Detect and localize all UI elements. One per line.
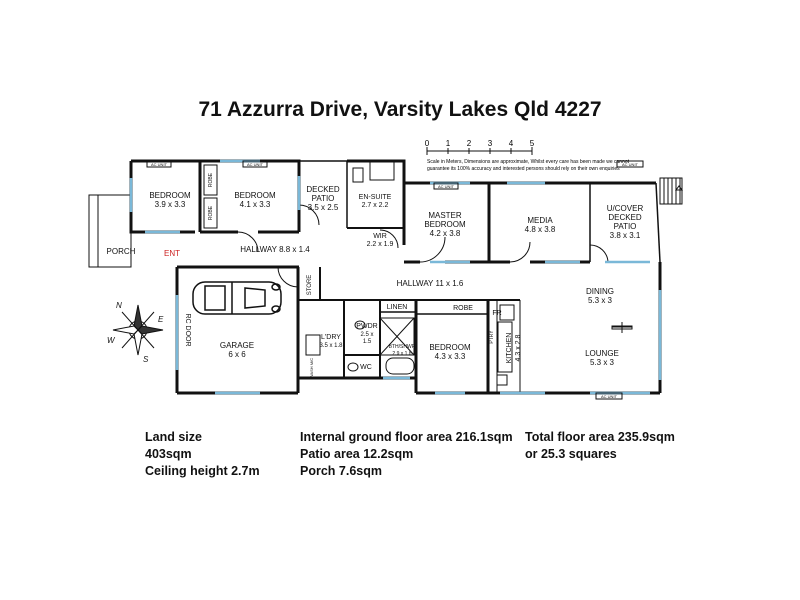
entry-label: ENT [164,249,180,258]
scale-tick: 2 [467,139,472,148]
robe-label: ROBE [208,172,214,187]
car-icon [192,281,282,315]
ac-units [146,160,644,400]
ucpatio-label: PATIO [614,222,637,231]
scale-tick: 1 [446,139,451,148]
powder-label: PWDR [356,323,377,330]
porch-area: Porch 7.6sqm [300,464,382,478]
compass-icon: N E S W [107,301,164,364]
scale-tick: 4 [509,139,514,148]
dining-label: DINING [586,287,614,296]
internal-area: Internal ground floor area 216.1sqm [300,430,513,444]
bedroom-3-size: 4.3 x 3.3 [435,352,466,361]
hallway-2-label: HALLWAY 11 x 1.6 [397,279,464,288]
kitchen-label: KITCHEN [506,333,513,364]
ucpatio-label: U/COVER [607,204,644,213]
ucpatio-label: DECKED [608,213,642,222]
ac-unit-label: AC UNIT [438,184,455,189]
scale-disclaimer: guarantee its 100% accuracy and interest… [427,166,620,172]
land-size-label: Land size [145,430,202,444]
media-label: MEDIA [527,216,553,225]
wir-size: 2.2 x 1.9 [367,241,394,248]
bedroom-1-label: BEDROOM [149,191,191,200]
laundry-size: 3.5 x 1.8 [319,343,343,349]
scale-bar: 0 1 2 3 4 5 Scale in Meters, Dimensions … [425,139,630,172]
svg-text:N: N [116,301,122,310]
linen-label: LINEN [387,304,408,311]
total-stats: Total floor area 235.9sqm or 25.3 square… [525,429,675,463]
bedroom-2-size: 4.1 x 3.3 [240,200,271,209]
master-bedroom-size: 4.2 x 3.8 [430,229,461,238]
master-bedroom-label: BEDROOM [424,220,466,229]
ensuite-label: EN-SUITE [359,194,392,201]
decked-patio-label: DECKED [306,185,340,194]
area-stats: Internal ground floor area 216.1sqm Pati… [300,429,513,480]
decked-patio-label: PATIO [312,194,335,203]
scale-tick: 0 [425,139,430,148]
robe-label: ROBE [208,205,214,220]
svg-text:W: W [107,336,116,345]
wir-label: WIR [373,233,387,240]
fridge-label: FR [492,310,501,317]
garage-label: GARAGE [220,341,254,350]
lounge-label: LOUNGE [585,349,619,358]
bedroom-3-label: BEDROOM [429,343,471,352]
lounge-size: 5.3 x 3 [590,358,615,367]
ceiling-height: Ceiling height 2.7m [145,464,260,478]
kitchen-size: 4.3 x 2.8 [515,334,522,361]
wash-mc-label: WASH M/C [309,358,314,378]
porch-label: PORCH [107,247,136,256]
scale-tick: 3 [488,139,493,148]
ensuite-size: 2.7 x 2.2 [362,202,389,209]
bath-shower-label: BTH/SHWR [389,344,416,350]
ac-unit-label: AC UNIT [622,162,639,167]
svg-text:S: S [143,355,149,364]
wc-label: WC [360,364,372,371]
svg-text:E: E [158,315,164,324]
decked-patio-size: 3.5 x 2.5 [308,203,339,212]
land-stats: Land size 403sqm Ceiling height 2.7m [145,429,260,480]
store-label: STORE [307,275,313,296]
scale-tick: 5 [530,139,535,148]
ucpatio-size: 3.8 x 3.1 [610,231,641,240]
bath-shower-size: 2.9 x 1.8 [392,351,411,357]
pantry-label: PTRY [489,330,495,344]
bedroom-2-label: BEDROOM [234,191,276,200]
ac-unit-label: AC UNIT [247,162,264,167]
land-size-value: 403sqm [145,447,192,461]
ac-unit-label: AC UNIT [601,394,618,399]
hallway-1-label: HALLWAY 8.8 x 1.4 [240,245,310,254]
scale-disclaimer: Scale in Meters, Dimensions are approxim… [427,159,630,165]
ac-unit-label: AC UNIT [151,162,168,167]
dining-size: 5.3 x 3 [588,296,613,305]
bedroom-1-size: 3.9 x 3.3 [155,200,186,209]
robe-label: ROBE [453,305,473,312]
interior-lines [88,161,683,386]
total-squares: or 25.3 squares [525,447,617,461]
powder-size: 2.5 x [360,332,373,338]
rc-door-label: RC DOOR [184,313,191,346]
garage-size: 6 x 6 [228,350,246,359]
media-size: 4.8 x 3.8 [525,225,556,234]
patio-area: Patio area 12.2sqm [300,447,414,461]
page-title: 71 Azzurra Drive, Varsity Lakes Qld 4227 [198,98,602,121]
total-area: Total floor area 235.9sqm [525,430,675,444]
powder-size: 1.5 [363,339,372,345]
laundry-label: L'DRY [321,334,341,341]
master-bedroom-label: MASTER [428,211,462,220]
